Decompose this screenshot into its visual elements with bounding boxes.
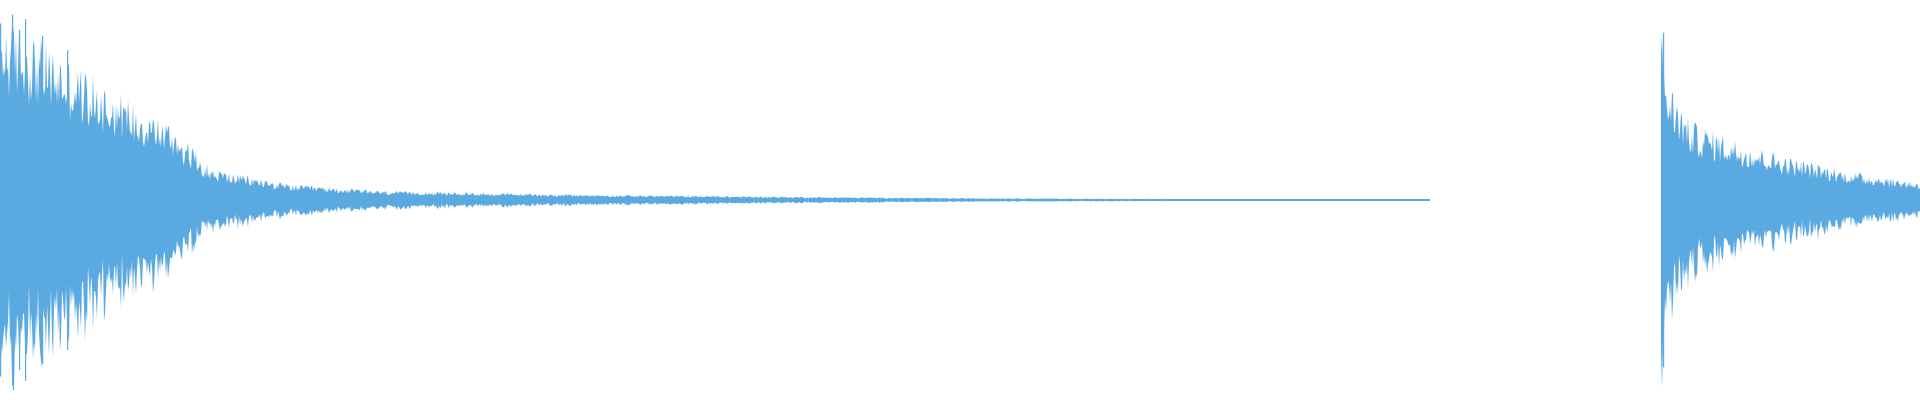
waveform-transient [25, 19, 27, 381]
waveform-transient [12, 14, 14, 386]
waveform-body [0, 20, 1430, 391]
waveform-transient [0, 23, 2, 377]
waveform-centerline [1661, 199, 1920, 201]
waveform-body [1661, 34, 1920, 389]
waveform-transient [19, 29, 21, 371]
waveform-transient [67, 50, 69, 350]
waveform-transient [1663, 32, 1665, 368]
waveform-transient [42, 36, 44, 364]
waveform-centerline [0, 199, 1430, 201]
waveform-clip-1 [0, 14, 1430, 391]
waveform-clip-2 [1661, 32, 1920, 389]
